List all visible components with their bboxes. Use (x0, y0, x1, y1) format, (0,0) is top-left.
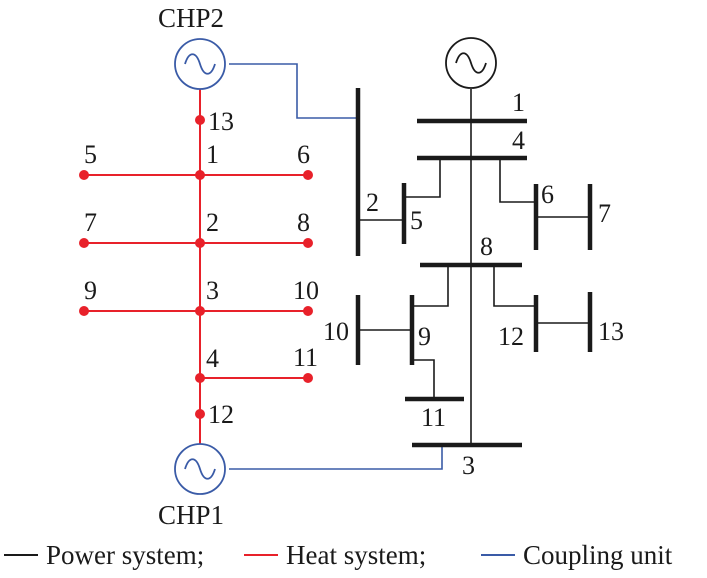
bus-label-9: 9 (418, 322, 431, 351)
heat-label-4: 4 (206, 344, 219, 373)
chp2-label: CHP2 (158, 3, 224, 33)
chp1-label: CHP1 (158, 500, 224, 530)
heat-node-9 (79, 306, 89, 316)
heat-label-5: 5 (84, 140, 97, 169)
power-line-4-6 (499, 158, 536, 203)
coupling-chp1-bus3 (229, 445, 443, 470)
coupling-lines (229, 63, 443, 470)
bus-label-10: 10 (323, 317, 349, 346)
legend-coupling-label: Coupling unit (523, 540, 673, 570)
heat-system (79, 89, 313, 444)
heat-node-8 (303, 238, 313, 248)
bus-label-3: 3 (462, 451, 475, 480)
bus-label-1: 1 (512, 88, 525, 117)
legend: Power system; Heat system; Coupling unit (4, 540, 673, 570)
heat-node-10 (303, 306, 313, 316)
power-system (355, 88, 593, 448)
chp1-generator-icon (174, 443, 226, 495)
bus-label-6: 6 (541, 180, 554, 209)
power-line-8-9 (412, 265, 449, 307)
legend-power-label: Power system; (46, 540, 204, 570)
heat-label-8: 8 (297, 208, 310, 237)
heat-node-13 (195, 115, 205, 125)
power-line-4-5 (404, 158, 441, 198)
heat-node-3 (195, 306, 205, 316)
heat-label-10: 10 (293, 276, 319, 305)
heat-node-11 (303, 373, 313, 383)
bus-label-4: 4 (512, 126, 525, 155)
heat-node-12 (195, 409, 205, 419)
chp2-generator-icon (174, 38, 226, 90)
heat-label-13: 13 (208, 107, 234, 136)
bus-label-12: 12 (498, 322, 524, 351)
bus-label-5: 5 (410, 206, 423, 235)
heat-node-5 (79, 170, 89, 180)
legend-heat-label: Heat system; (286, 540, 426, 570)
bus-label-8: 8 (480, 232, 493, 261)
power-line-8-12 (493, 265, 536, 307)
heat-label-9: 9 (84, 276, 97, 305)
generator-sine-icon (445, 37, 497, 89)
power-line-9-11 (412, 359, 435, 399)
heat-label-7: 7 (84, 208, 97, 237)
heat-node-6 (303, 170, 313, 180)
heat-label-11: 11 (293, 343, 318, 372)
heat-label-6: 6 (297, 140, 310, 169)
heat-label-3: 3 (206, 276, 219, 305)
bus-label-13: 13 (598, 317, 624, 346)
bus-label-2: 2 (366, 188, 379, 217)
bus-label-11: 11 (421, 403, 446, 432)
heat-node-7 (79, 238, 89, 248)
heat-node-4 (195, 373, 205, 383)
heat-node-2 (195, 238, 205, 248)
bus-label-7: 7 (598, 199, 611, 228)
heat-label-12: 12 (208, 400, 234, 429)
heat-label-2: 2 (206, 208, 219, 237)
coupling-chp2-bus2 (229, 63, 358, 119)
heat-node-1 (195, 170, 205, 180)
heat-label-1: 1 (206, 140, 219, 169)
